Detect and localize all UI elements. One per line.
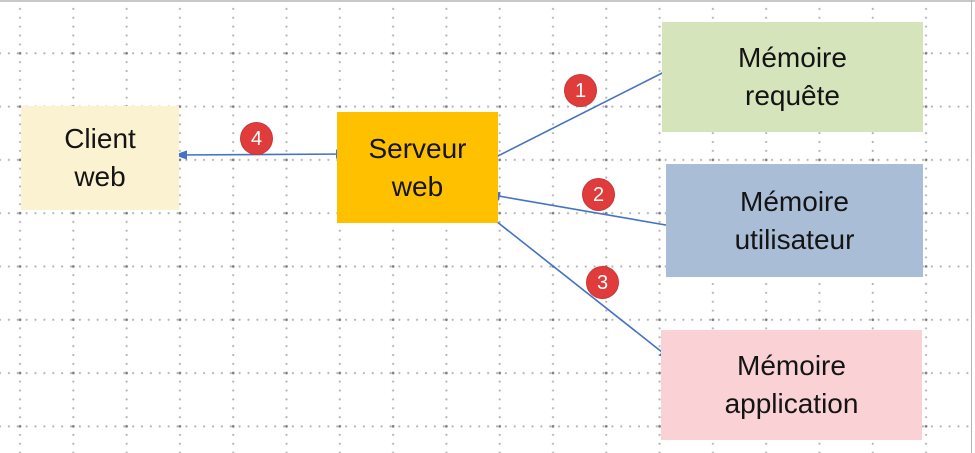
badge-step-2: 2 — [582, 178, 615, 211]
node-client-web: Client web — [21, 106, 179, 210]
badge-step-4-number: 4 — [250, 127, 263, 150]
canvas-top-border — [0, 0, 975, 2]
badge-step-3-number: 3 — [596, 271, 609, 294]
badge-step-1: 1 — [564, 74, 597, 107]
node-memoire-requete-label: Mémoire requête — [738, 42, 847, 111]
node-memoire-requete: Mémoire requête — [662, 22, 923, 132]
node-client-web-label: Client web — [64, 123, 136, 192]
node-serveur-web: Serveur web — [337, 112, 498, 223]
node-serveur-web-label: Serveur web — [368, 132, 467, 202]
node-memoire-application-label: Mémoire application — [724, 350, 859, 419]
badge-step-2-number: 2 — [592, 183, 605, 206]
node-memoire-application: Mémoire application — [661, 330, 922, 440]
badge-step-3: 3 — [586, 266, 619, 299]
canvas-right-border — [971, 0, 972, 453]
badge-step-1-number: 1 — [574, 79, 587, 102]
badge-step-4: 4 — [240, 122, 273, 155]
node-memoire-utilisateur-label: Mémoire utilisateur — [734, 185, 855, 255]
node-memoire-utilisateur: Mémoire utilisateur — [666, 164, 923, 277]
arrow-3 — [481, 209, 673, 361]
